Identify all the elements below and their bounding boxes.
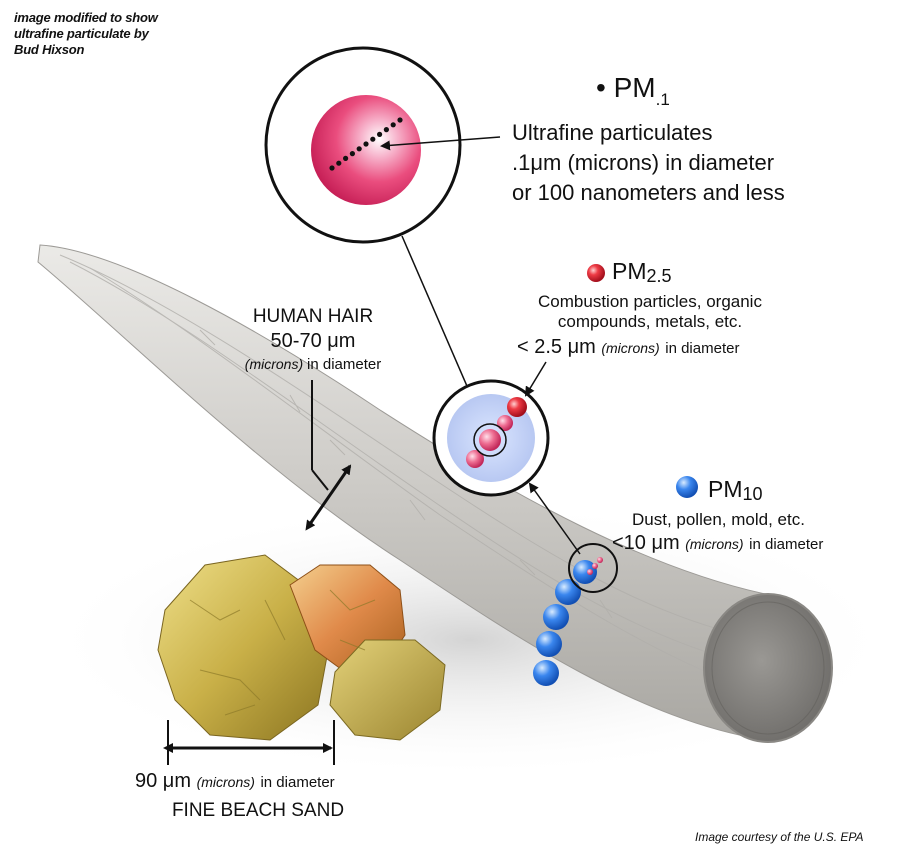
- pm10-description: Dust, pollen, mold, etc.: [632, 510, 805, 529]
- pm25-size: < 2.5 μm (microns) in diameter: [517, 336, 739, 359]
- pm25-particle-1: [507, 397, 527, 417]
- pm25-mini-particle: [587, 569, 593, 575]
- pm25-name: PM: [612, 258, 647, 284]
- pm1-desc-line-1: Ultrafine particulates: [512, 120, 713, 145]
- image-source: Image courtesy of the U.S. EPA: [695, 830, 864, 844]
- hair-title: HUMAN HAIR: [252, 306, 374, 327]
- credit-line-1: image modified to show: [14, 10, 158, 25]
- pm1-name: PM: [613, 72, 656, 103]
- ultrafine-particle-dot: [397, 117, 403, 123]
- pm1-label: • PM.1: [596, 72, 670, 110]
- ultrafine-particle-dot: [377, 131, 383, 137]
- ultrafine-particle-dot: [370, 136, 376, 142]
- pm25-size-unit: (microns): [601, 340, 660, 356]
- pm10-particle: [533, 660, 559, 686]
- sand-grain-large: [157, 554, 331, 741]
- ultrafine-particle-dot: [363, 141, 369, 147]
- hair-size: 50-70 μm: [270, 330, 356, 352]
- pm10-name: PM: [708, 476, 743, 502]
- ultrafine-particles-dots: [329, 117, 403, 171]
- pm10-size-unit: (microns): [685, 536, 744, 552]
- ultrafine-particle-dot: [329, 165, 335, 171]
- modification-credit: image modified to show ultrafine particu…: [14, 10, 158, 58]
- pm25-size-value: < 2.5 μm: [517, 336, 596, 358]
- pm25-description: Combustion particles, organic compounds,…: [500, 292, 800, 332]
- sand-title: FINE BEACH SAND: [171, 800, 345, 821]
- pm25-particle-3: [479, 429, 501, 451]
- pm10-size-value: <10 μm: [612, 532, 680, 554]
- pm10-label: PM10: [708, 476, 763, 505]
- bullet: •: [596, 72, 606, 103]
- pm10-zoom-circle: [568, 543, 618, 593]
- pm1-description: Ultrafine particulates .1μm (microns) in…: [512, 118, 785, 208]
- pm25-mini-particle: [592, 563, 598, 569]
- pm25-size-tail: in diameter: [665, 340, 740, 357]
- credit-line-3: Bud Hixson: [14, 42, 85, 57]
- ultrafine-particle-dot: [390, 122, 396, 128]
- pm1-desc-line-3: or 100 nanometers and less: [512, 180, 785, 205]
- sand-size-tail: in diameter: [260, 774, 335, 791]
- pm10-particle: [536, 631, 562, 657]
- pm1-desc-line-2: .1μm (microns) in diameter: [512, 150, 775, 175]
- pm10-size-tail: in diameter: [749, 536, 824, 553]
- pm1-pointer-arrow: [380, 136, 501, 151]
- pm1-particle: [311, 95, 421, 205]
- pm25-desc-line-1: Combustion particles, organic: [538, 292, 762, 311]
- ultrafine-particle-dot: [336, 160, 342, 166]
- hair-cross-section-rim: [711, 601, 825, 735]
- pm10-size: <10 μm (microns) in diameter: [612, 532, 823, 555]
- pm10-particle: [555, 579, 581, 605]
- ultrafine-particle-dot: [383, 127, 389, 133]
- pm25-label: PM2.5: [612, 258, 672, 287]
- hair-size-note: (microns) in diameter: [218, 356, 408, 373]
- ultrafine-particle-dot: [343, 155, 349, 161]
- pm25-particle-2: [497, 415, 513, 431]
- pm25-desc-line-2: compounds, metals, etc.: [557, 312, 743, 331]
- pm10-subscript: 10: [742, 484, 763, 504]
- sand-grain-small: [329, 639, 446, 741]
- sand-size-unit: (microns): [196, 774, 255, 790]
- pm25-particle-4: [466, 450, 484, 468]
- sand-size: 90 μm (microns) in diameter: [135, 770, 335, 793]
- pm10-legend-ball: [676, 476, 698, 498]
- pm10-to-pm25-arrow: [528, 482, 581, 555]
- ultrafine-particle-dot: [349, 151, 355, 157]
- pm10-particle: [573, 560, 597, 584]
- pm25-pointer-arrow: [524, 361, 547, 397]
- pm1-highlight-ring: [473, 423, 507, 457]
- pm25-subscript: 2.5: [646, 266, 672, 286]
- hair-width-arrow: [305, 464, 352, 531]
- sand-texture: [189, 589, 376, 716]
- pm25-legend-ball: [587, 264, 605, 282]
- pm1-subscript: .1: [655, 90, 670, 109]
- hair-size-tail: in diameter: [307, 356, 382, 373]
- pm10-particle: [543, 604, 569, 630]
- hair-cross-section: [703, 593, 833, 743]
- hair-texture: [59, 254, 767, 696]
- pm25-mini-particle: [597, 557, 603, 563]
- sand-size-value: 90 μm: [135, 770, 191, 792]
- hair-size-unit: (microns): [244, 356, 304, 372]
- credit-line-2: ultrafine particulate by: [14, 26, 149, 41]
- ultrafine-particle-dot: [356, 146, 362, 152]
